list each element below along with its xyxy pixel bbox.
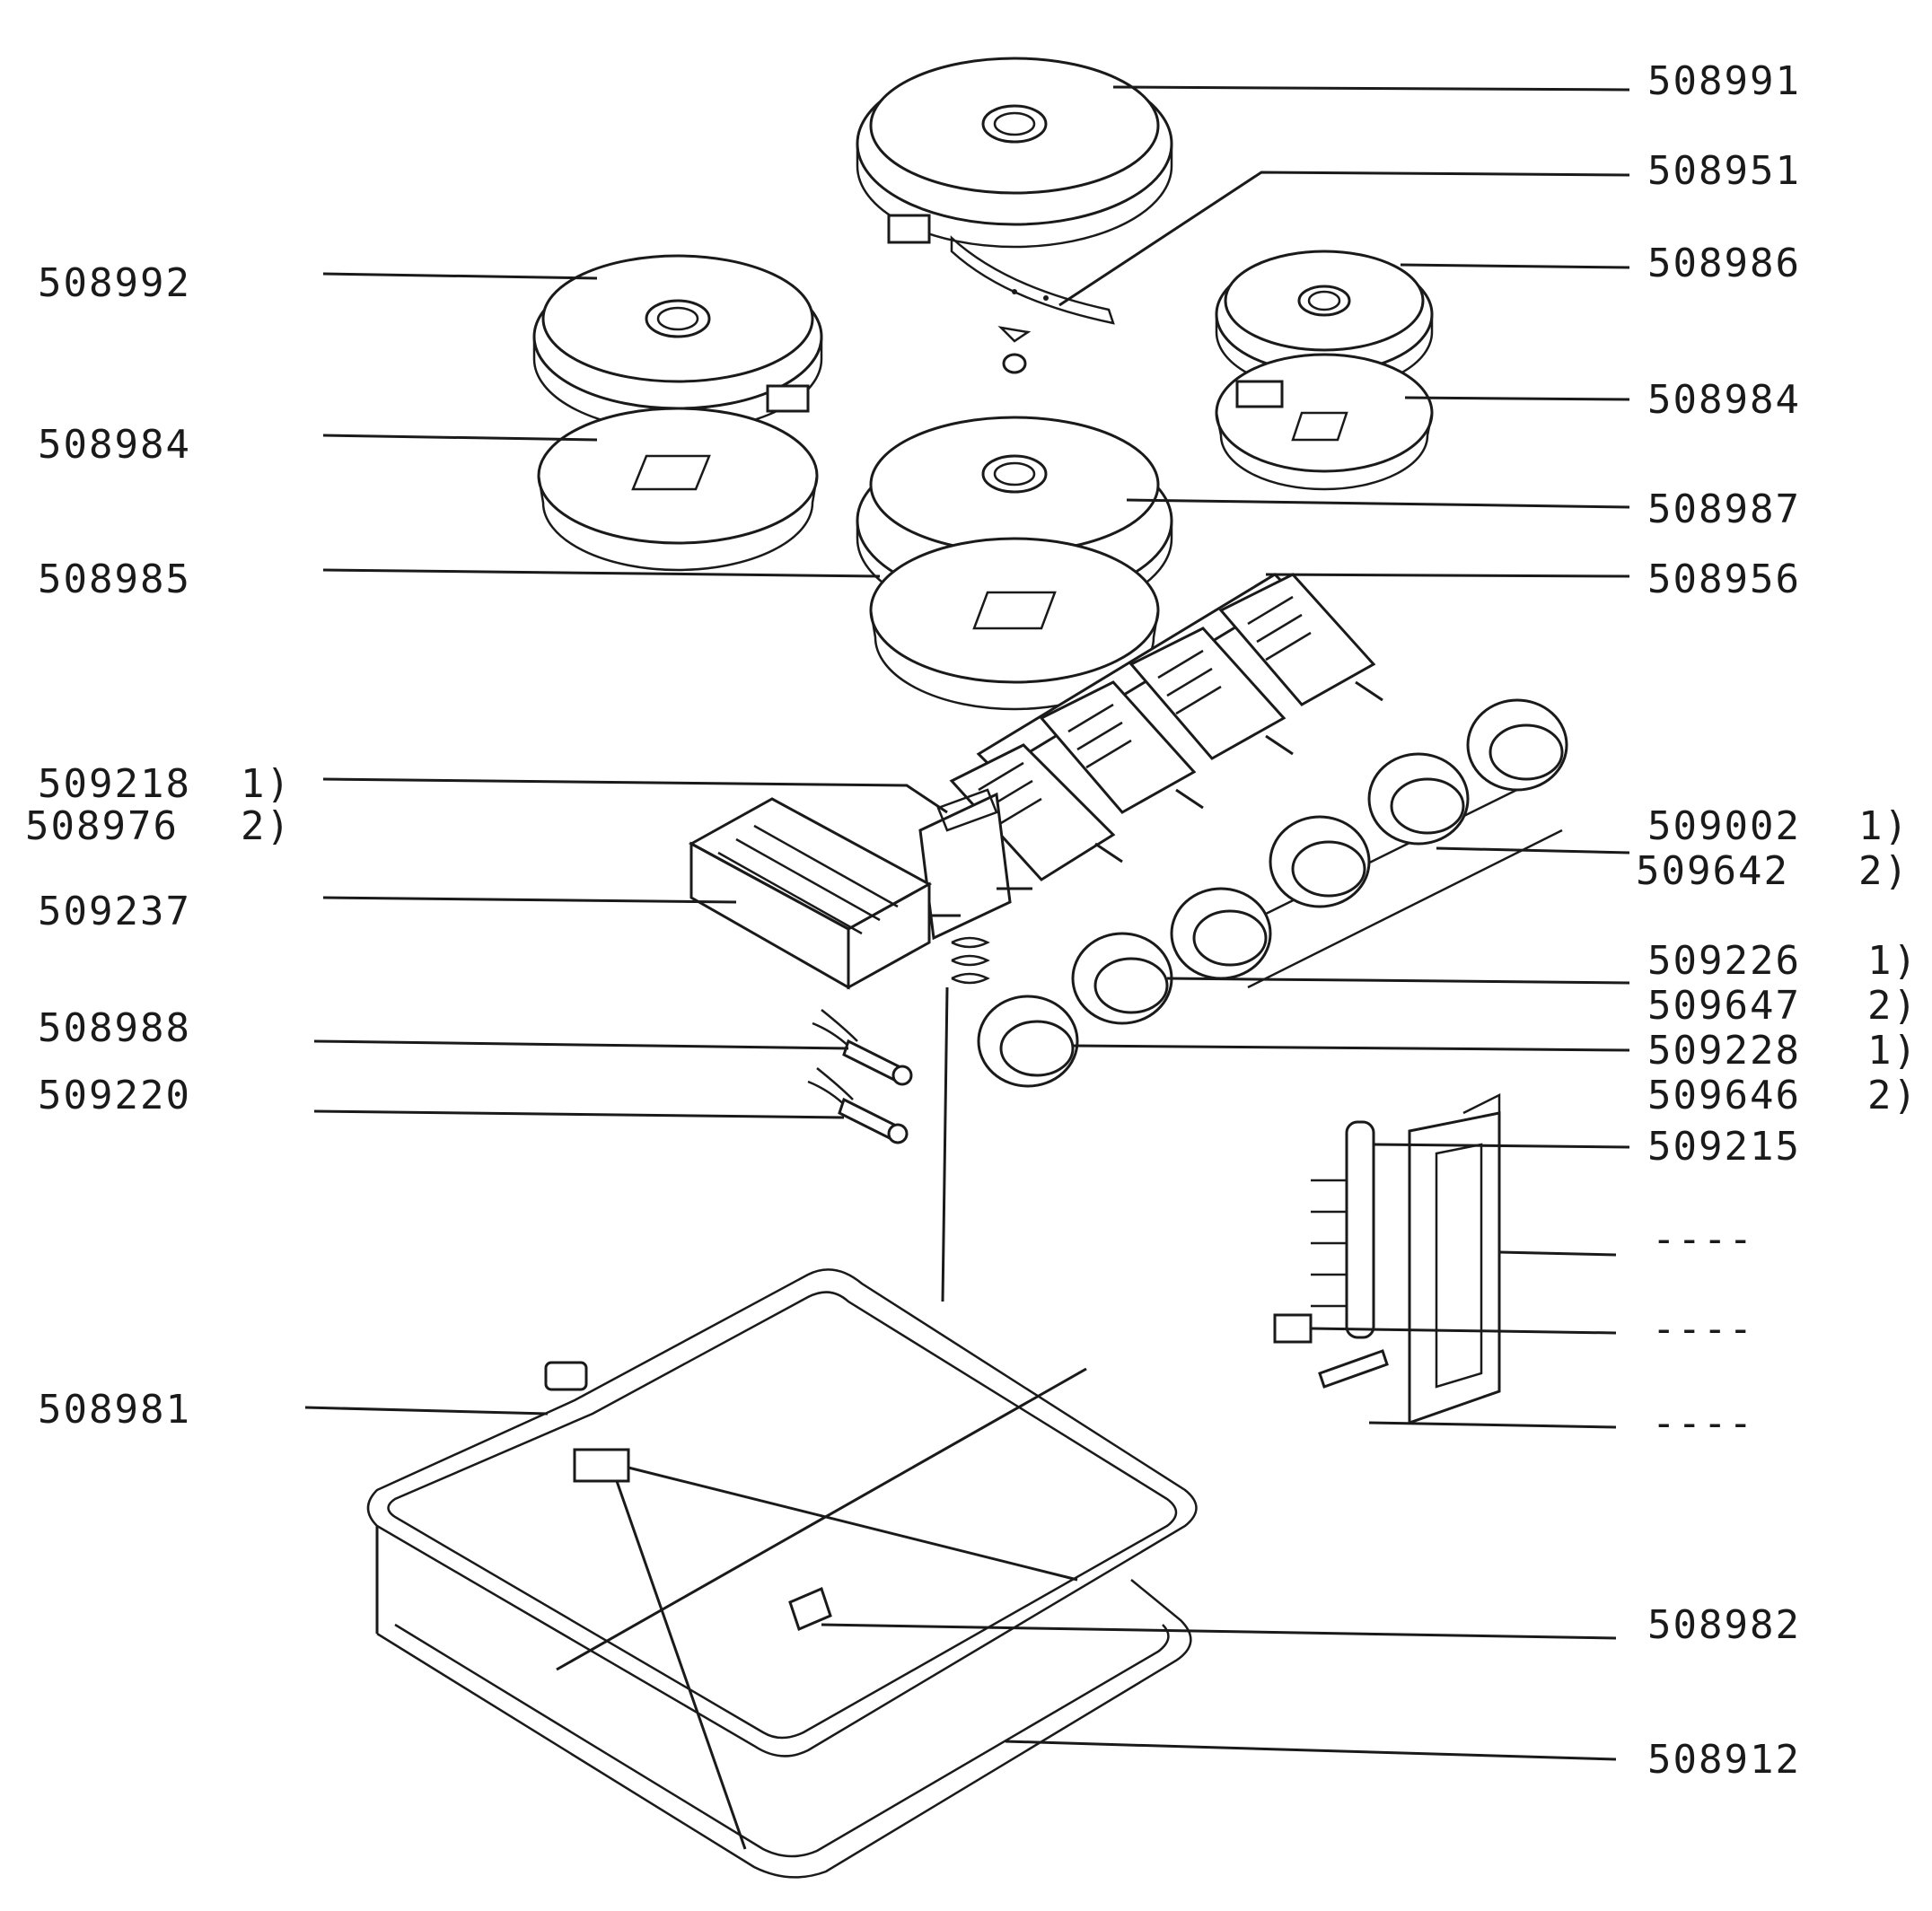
label-509218-note: 1): [241, 761, 292, 807]
knob-509228: [977, 995, 1079, 1088]
label-dash-2: ----: [1652, 1306, 1754, 1352]
oven-heating-element-lower: [375, 1367, 1192, 1879]
selector-switch: [688, 797, 961, 990]
label-508912: 508912: [1647, 1737, 1801, 1783]
label-509646: 509646: [1647, 1073, 1801, 1118]
label-509647: 509647: [1647, 983, 1801, 1029]
control-knobs: [1170, 698, 1568, 989]
label-509642: 509642: [1636, 848, 1789, 894]
terminal-block: [1273, 1120, 1389, 1389]
label-dash-1: ----: [1652, 1216, 1754, 1262]
hotplate-left: [532, 254, 823, 433]
label-508986: 508986: [1647, 241, 1801, 286]
hotplate-bracket: [950, 235, 1115, 374]
label-dash-3: ----: [1652, 1400, 1754, 1446]
label-508985: 508985: [38, 557, 191, 602]
label-509220: 509220: [38, 1073, 191, 1118]
switch-bank: [949, 573, 1383, 881]
label-508992: 508992: [38, 260, 191, 306]
label-509237: 509237: [38, 889, 191, 934]
label-508976-note: 2): [241, 803, 292, 849]
label-508984-left: 508984: [38, 422, 191, 468]
label-509646-note: 2): [1867, 1073, 1919, 1118]
part-labels: 508991 508951 508986 508992 508984 50898…: [25, 58, 1919, 1783]
label-509218: 509218: [38, 761, 191, 807]
terminal-panel: [1408, 1092, 1501, 1425]
label-509002-note: 1): [1858, 803, 1910, 849]
label-509642-note: 2): [1858, 848, 1910, 894]
knob-509226: [1071, 932, 1173, 1025]
label-508982: 508982: [1647, 1602, 1801, 1648]
oven-heating-element-upper: [366, 1268, 1198, 1850]
label-508981: 508981: [38, 1387, 191, 1433]
drip-tray-left: [537, 407, 819, 572]
label-508976: 508976: [25, 803, 179, 849]
label-509226-note: 1): [1867, 938, 1919, 984]
label-508988: 508988: [38, 1005, 191, 1051]
label-508991: 508991: [1647, 58, 1801, 104]
label-509647-note: 2): [1867, 983, 1919, 1029]
thermostat: [918, 788, 1032, 1302]
hotplate-right: [1215, 250, 1434, 392]
hotplate-top: [856, 57, 1173, 249]
label-509002: 509002: [1647, 803, 1801, 849]
label-508956: 508956: [1647, 557, 1801, 602]
drip-tray-right: [1215, 353, 1434, 491]
label-509228: 509228: [1647, 1028, 1801, 1074]
label-509226: 509226: [1647, 938, 1801, 984]
leader-lines: [304, 85, 1630, 1761]
label-509228-note: 1): [1867, 1028, 1919, 1074]
label-508984-right: 508984: [1647, 377, 1801, 423]
indicator-lamp-1: [812, 1009, 913, 1086]
label-508987: 508987: [1647, 487, 1801, 532]
label-508951: 508951: [1647, 148, 1801, 194]
indicator-lamp-2: [807, 1067, 909, 1144]
label-509215: 509215: [1647, 1124, 1801, 1170]
